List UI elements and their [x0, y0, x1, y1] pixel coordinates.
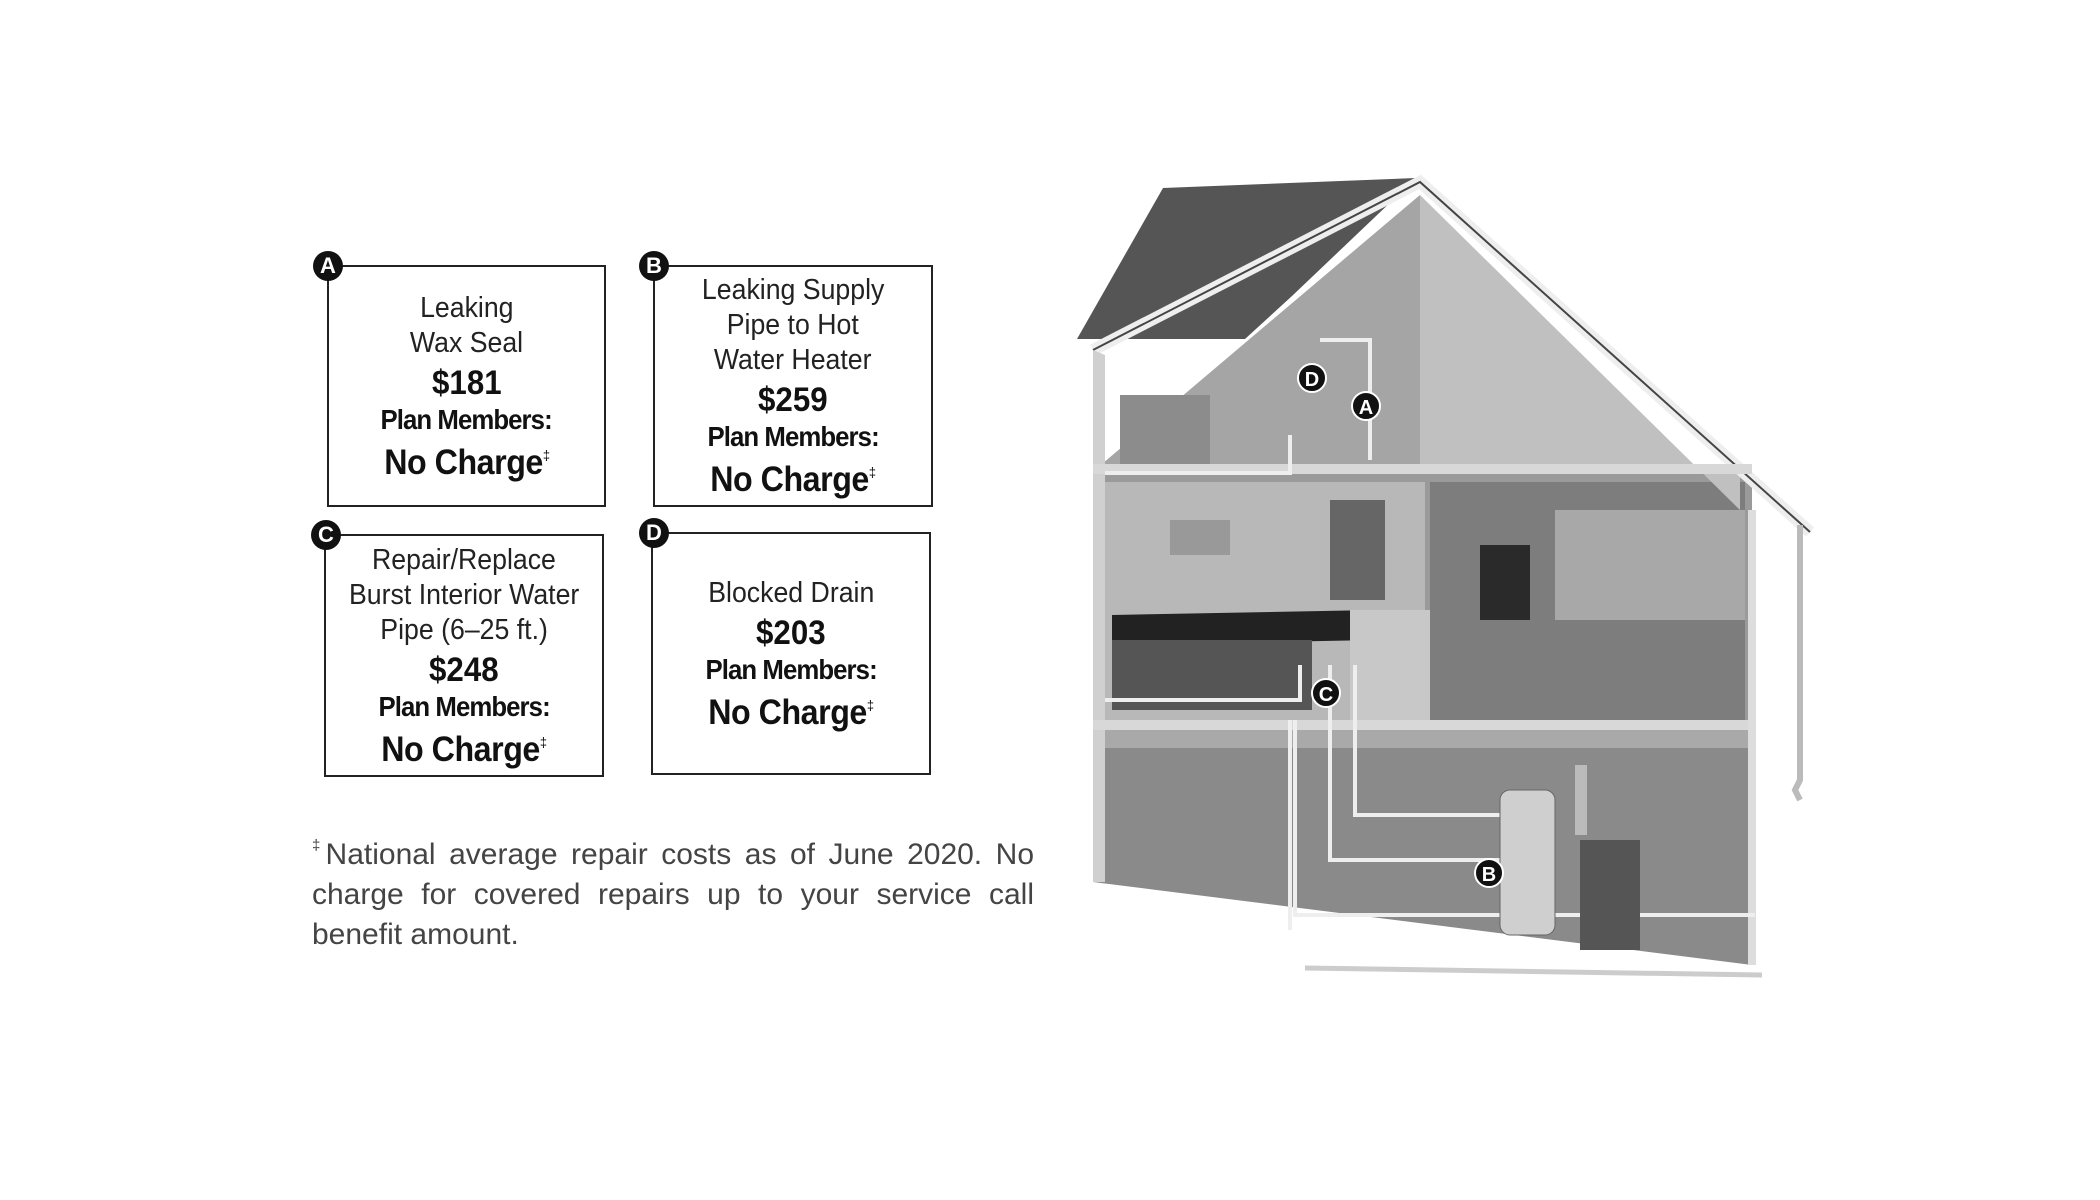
- marker-b: B: [639, 251, 669, 281]
- card-price: $181: [431, 363, 502, 402]
- house-marker-b: B: [1474, 858, 1504, 888]
- footnote-dagger: ‡: [312, 837, 326, 854]
- card-title: Leaking Supply: [701, 274, 885, 306]
- card-title: Leaking: [419, 291, 514, 324]
- svg-text:A: A: [1359, 397, 1373, 419]
- card-title: Pipe to Hot: [726, 309, 859, 341]
- card-charge: No Charge‡: [383, 442, 550, 482]
- repair-card-blocked-drain: Blocked Drain $203 Plan Members: No Char…: [651, 532, 931, 775]
- card-plan-label: Plan Members:: [705, 653, 877, 685]
- card-price: $203: [756, 613, 826, 652]
- house-marker-a: A: [1351, 391, 1381, 421]
- card-charge: No Charge‡: [381, 729, 547, 769]
- card-title: Repair/Replace: [372, 543, 556, 576]
- svg-text:B: B: [1482, 864, 1496, 886]
- basement: [1093, 727, 1752, 965]
- house-marker-d: D: [1297, 363, 1327, 393]
- card-title: Pipe (6–25 ft.): [380, 613, 548, 646]
- marker-d: D: [639, 518, 669, 548]
- svg-text:C: C: [1319, 684, 1333, 706]
- marker-c: C: [311, 520, 341, 550]
- furnace: [1580, 840, 1640, 950]
- card-price: $248: [429, 650, 499, 689]
- card-plan-label: Plan Members:: [707, 421, 879, 452]
- card-price: $259: [758, 381, 828, 419]
- card-title: Wax Seal: [409, 326, 524, 359]
- card-title: Blocked Drain: [707, 576, 875, 609]
- card-title: Burst Interior Water: [348, 578, 580, 611]
- water-heater: [1499, 789, 1556, 936]
- card-plan-label: Plan Members:: [378, 690, 550, 722]
- marker-a: A: [313, 251, 343, 281]
- tv: [1480, 545, 1530, 620]
- svg-text:D: D: [1305, 369, 1319, 391]
- roof: [1077, 178, 1416, 339]
- footnote: ‡National average repair costs as of Jun…: [312, 826, 1034, 955]
- card-charge: No Charge‡: [708, 692, 874, 732]
- card-charge: No Charge‡: [710, 460, 876, 499]
- card-title: Water Heater: [714, 344, 872, 376]
- repair-card-supply-pipe: Leaking Supply Pipe to Hot Water Heater …: [653, 265, 933, 507]
- footnote-text: National average repair costs as of June…: [312, 838, 1035, 951]
- repair-card-wax-seal: Leaking Wax Seal $181 Plan Members: No C…: [327, 265, 606, 507]
- pipes: [1105, 338, 1755, 930]
- card-plan-label: Plan Members:: [380, 403, 553, 435]
- repair-card-burst-pipe: Repair/Replace Burst Interior Water Pipe…: [324, 534, 604, 777]
- house-marker-c: C: [1311, 678, 1341, 708]
